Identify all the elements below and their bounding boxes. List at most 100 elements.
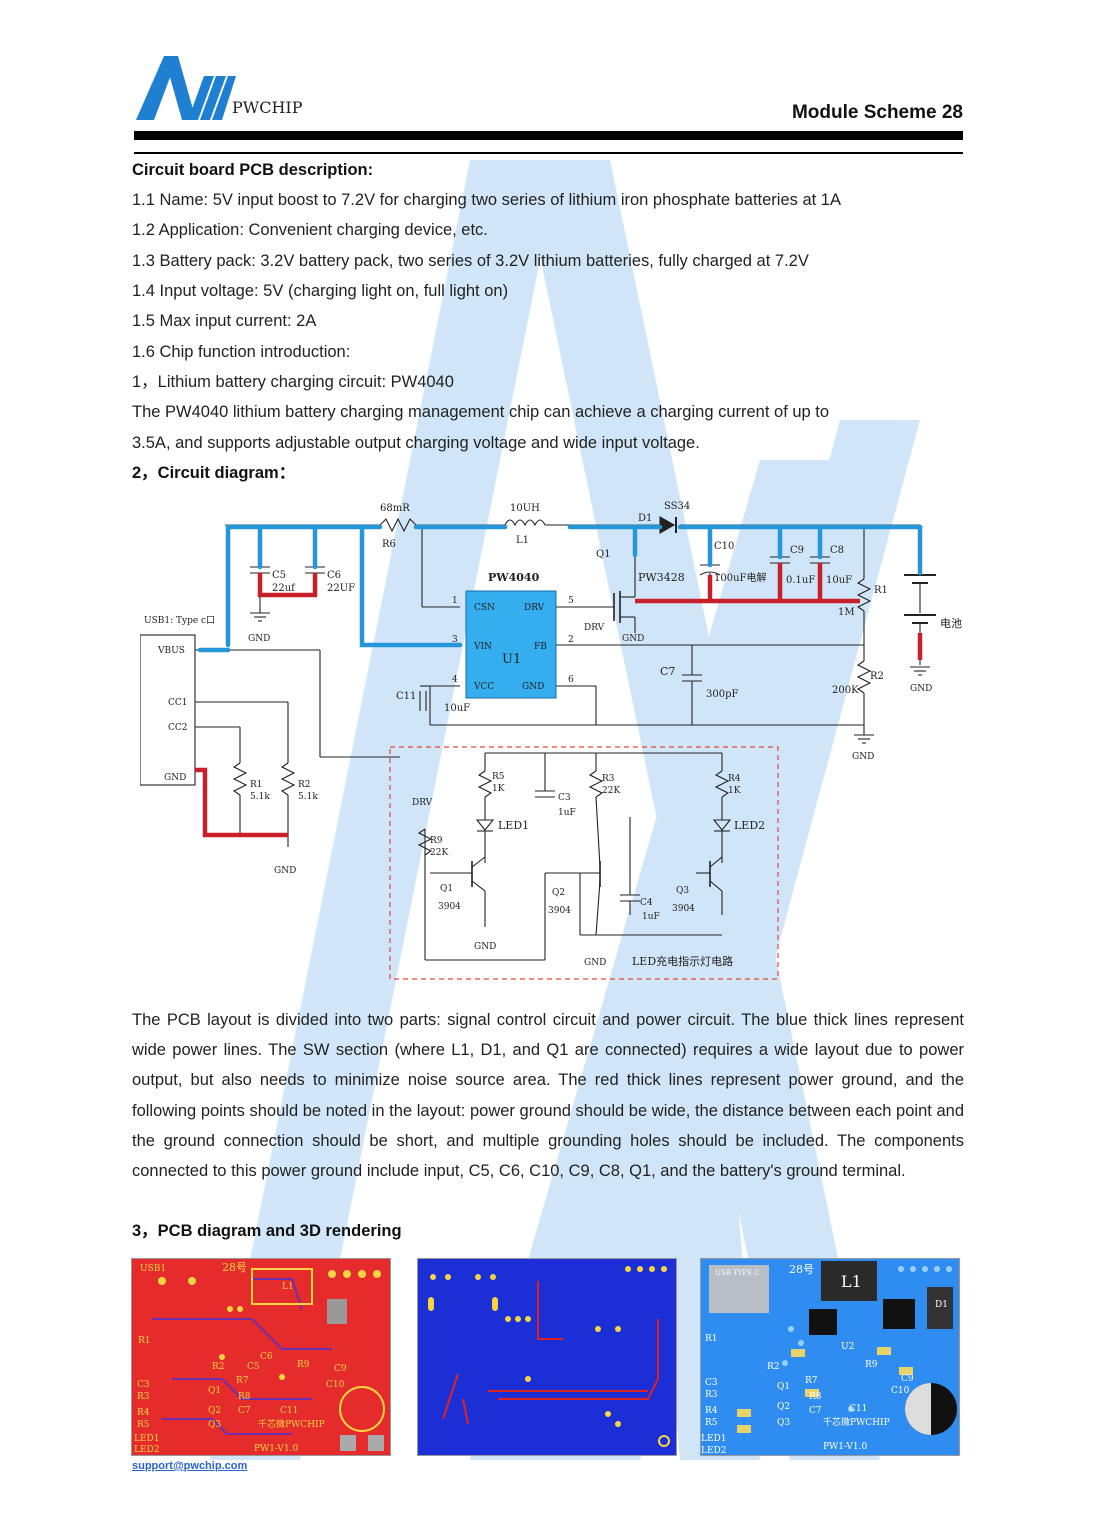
pcb-label: C9 <box>901 1374 914 1384</box>
pcb-label: 千芯微PWCHIP <box>823 1416 890 1428</box>
r6-ref: R6 <box>382 539 396 550</box>
r6-value: 68mR <box>380 503 410 514</box>
spec-line: 1.4 Input voltage: 5V (charging light on… <box>132 282 509 300</box>
usb-pin-cc2: CC2 <box>168 723 188 733</box>
pcb-label: R7 <box>805 1376 818 1386</box>
pcb-label: LED2 <box>134 1445 160 1455</box>
pcb-label: L1 <box>841 1272 862 1291</box>
pcb-label: R5 <box>137 1420 150 1430</box>
pcb-label: R2 <box>212 1362 225 1372</box>
l1-value: 10UH <box>510 503 540 514</box>
spec-line: The PW4040 lithium battery charging mana… <box>132 403 830 421</box>
pcb-label: PW1-V1.0 <box>823 1442 868 1452</box>
pcb-label: C10 <box>326 1380 345 1390</box>
spec-line: 1.2 Application: Convenient charging dev… <box>132 221 488 239</box>
pcb-label: U2 <box>841 1342 854 1352</box>
pcb-label: C7 <box>238 1406 251 1416</box>
c6-ref: C6 <box>327 570 341 581</box>
pcb-label: R3 <box>137 1392 150 1402</box>
gnd-label: GND <box>274 866 296 876</box>
q3-transistor-value: 3904 <box>672 904 695 914</box>
pin-num: 1 <box>452 596 458 606</box>
c3-value: 1uF <box>558 808 576 818</box>
usb-r2-ref: R2 <box>298 780 311 790</box>
spec-line: 1.1 Name: 5V input boost to 7.2V for cha… <box>132 191 841 209</box>
pcb-label: R2 <box>767 1362 780 1372</box>
c4-ref: C4 <box>640 898 653 908</box>
pcb-label: USB TYPE C <box>715 1269 760 1277</box>
gnd-label: GND <box>584 958 606 968</box>
c9-ref: C9 <box>790 545 804 556</box>
pcb-label: R8 <box>809 1392 822 1402</box>
pcb-label: R4 <box>137 1408 150 1418</box>
pcb-label: LED1 <box>134 1434 160 1444</box>
pcb-top-layer-image: USB1 28号 L1 R1 C5 C6 R2 R9 C9 C3 R3 R4 R… <box>131 1258 391 1456</box>
pin-vcc: VCC <box>473 682 494 692</box>
q1-transistor-ref: Q1 <box>440 884 453 894</box>
c8-ref: C8 <box>830 545 844 556</box>
c8-value: 10uF <box>826 575 852 586</box>
pcb-3d-render-image: USB TYPE C 28号 L1 R1 R2 C3 R3 R4 R5 LED1… <box>700 1258 960 1456</box>
pcb-label: R9 <box>297 1360 310 1370</box>
d1-value: SS34 <box>664 501 690 512</box>
spec-line: 3.5A, and supports adjustable output cha… <box>132 434 700 452</box>
pcb-label: USB1 <box>140 1264 166 1274</box>
battery-label: 电池 <box>940 617 962 630</box>
usb-r1-value: 5.1k <box>250 792 270 802</box>
c11-value: 10uF <box>444 703 470 714</box>
pin-num: 2 <box>568 635 574 645</box>
pcb-label: R1 <box>138 1336 151 1346</box>
pcb-label: 28号 <box>222 1261 247 1274</box>
led1-ref: LED1 <box>498 819 529 832</box>
pin-fb: FB <box>534 642 547 652</box>
r9-value: 22K <box>430 848 448 858</box>
usb-r2-value: 5.1k <box>298 792 318 802</box>
pin-csn: CSN <box>474 603 495 613</box>
pcb-label: C7 <box>809 1406 822 1416</box>
usb-r1-ref: R1 <box>250 780 263 790</box>
section-heading-pcb-description: Circuit board PCB description: <box>132 161 374 179</box>
pcb-label: C3 <box>137 1380 150 1390</box>
q2-transistor-ref: Q2 <box>552 888 565 898</box>
r1-ref: R1 <box>874 585 888 596</box>
r3-ref: R3 <box>602 774 615 784</box>
pcb-label: R4 <box>705 1406 718 1416</box>
spec-line: 1，Lithium battery charging circuit: PW40… <box>132 373 454 391</box>
drv-label: DRV <box>412 798 433 808</box>
r2-value: 200K <box>832 685 859 696</box>
r5-value: 1K <box>492 784 505 794</box>
c6-value: 22UF <box>327 583 355 594</box>
q1-transistor-value: 3904 <box>438 902 461 912</box>
c3-ref: C3 <box>558 793 571 803</box>
led-circuit-title: LED充电指示灯电路 <box>632 954 733 968</box>
gnd-label: GND <box>474 942 496 952</box>
c11-ref: C11 <box>396 691 416 702</box>
r9-ref: R9 <box>430 836 443 846</box>
support-email-link[interactable]: support@pwchip.com <box>132 1460 248 1472</box>
gnd-label: GND <box>248 634 270 644</box>
pcb-label: R1 <box>705 1334 718 1344</box>
pcb-label: C3 <box>705 1378 718 1388</box>
pcb-label: Q2 <box>208 1406 221 1416</box>
pcb-label: 28号 <box>789 1263 814 1276</box>
header-rule-thin <box>134 152 963 154</box>
pcb-label: PW1-V1.0 <box>254 1444 299 1454</box>
pcb-label: C11 <box>849 1404 867 1414</box>
pcb-label: Q1 <box>777 1382 790 1392</box>
usb-label: USB1: Type c口 <box>144 616 215 626</box>
d1-ref: D1 <box>638 513 652 524</box>
pin-vin: VIN <box>473 642 492 652</box>
usb-pin-gnd: GND <box>164 773 186 783</box>
pin-num: 5 <box>568 596 574 606</box>
pin-num: 3 <box>452 635 458 645</box>
c10-value: 100uF电解 <box>714 571 766 584</box>
c7-value: 300pF <box>706 689 738 700</box>
document-code: Module Scheme 28 <box>791 102 963 123</box>
pin-num: 4 <box>452 675 458 685</box>
r4-value: 1K <box>728 786 741 796</box>
layout-description: The PCB layout is divided into two parts… <box>132 1011 964 1181</box>
pcb-label: R9 <box>865 1360 878 1370</box>
pcb-label: Q3 <box>777 1418 790 1428</box>
r1-value: 1M <box>838 607 855 618</box>
pcb-label: C10 <box>891 1386 910 1396</box>
